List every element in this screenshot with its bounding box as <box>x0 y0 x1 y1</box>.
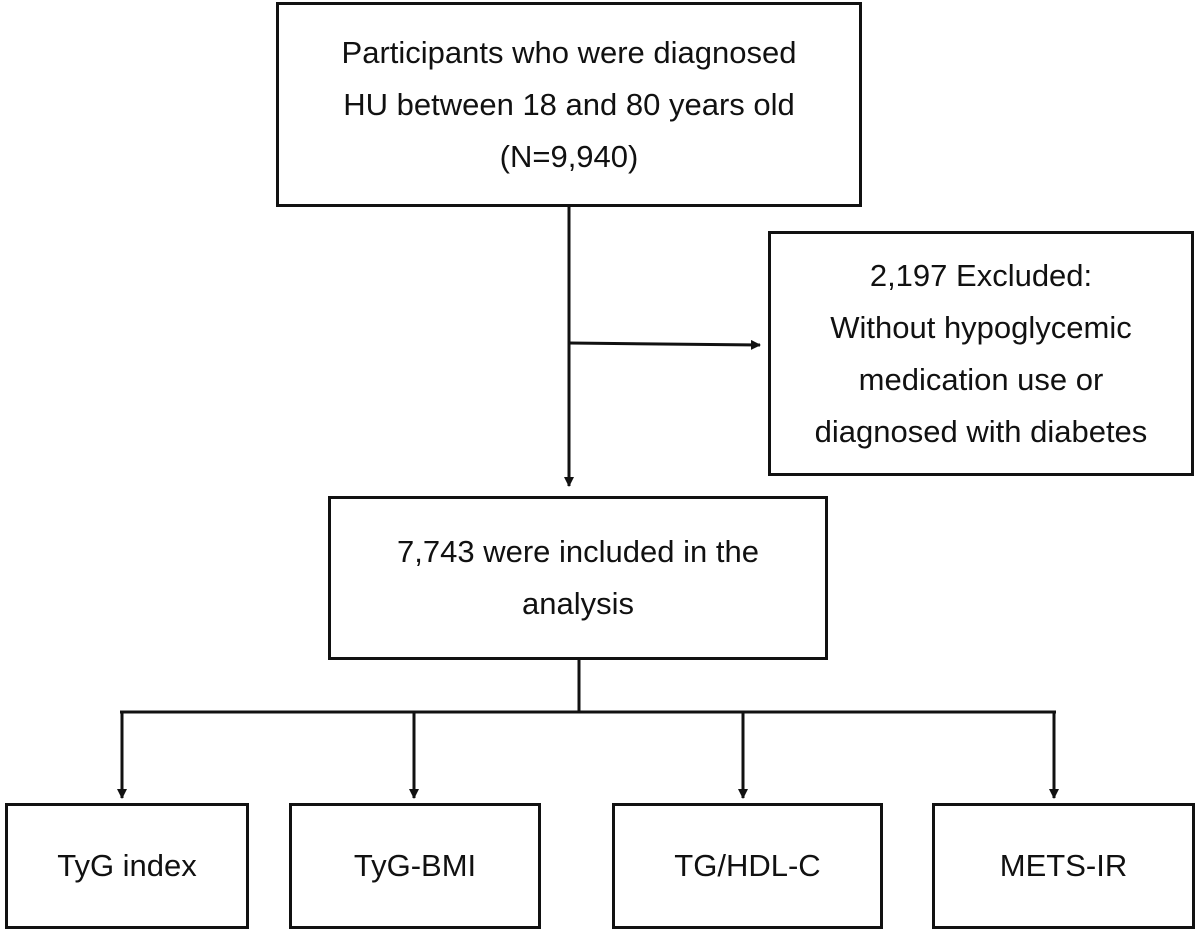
included-box: 7,743 were included in the analysis <box>328 496 828 660</box>
excluded-line-4: diagnosed with diabetes <box>814 413 1148 449</box>
start-line-2: HU between 18 and 80 years old <box>343 86 795 122</box>
outcome-box-tg-hdl-c: TG/HDL-C <box>612 803 883 929</box>
excluded-line-1: 2,197 Excluded: <box>869 257 1093 293</box>
outcome-box-mets-ir: METS-IR <box>932 803 1195 929</box>
start-line-1: Participants who were diagnosed <box>341 34 797 70</box>
arrow-to-excluded <box>568 339 761 350</box>
excluded-line-2: Without hypoglycemic <box>830 309 1132 345</box>
outcome-label: TyG-BMI <box>353 848 477 883</box>
outcome-label: TG/HDL-C <box>674 848 821 883</box>
outcome-box-tyg-index: TyG index <box>5 803 249 929</box>
included-line-2: analysis <box>522 586 634 621</box>
outcome-label: METS-IR <box>999 848 1128 883</box>
start-line-3: (N=9,940) <box>499 138 639 174</box>
excluded-box: 2,197 Excluded: Without hypoglycemic med… <box>768 231 1194 476</box>
outcome-label: TyG index <box>57 848 197 883</box>
outcome-box-tyg-bmi: TyG-BMI <box>289 803 541 929</box>
start-box: Participants who were diagnosed HU betwe… <box>276 2 862 207</box>
included-line-1: 7,743 were included in the <box>397 534 759 569</box>
excluded-line-3: medication use or <box>858 361 1104 397</box>
